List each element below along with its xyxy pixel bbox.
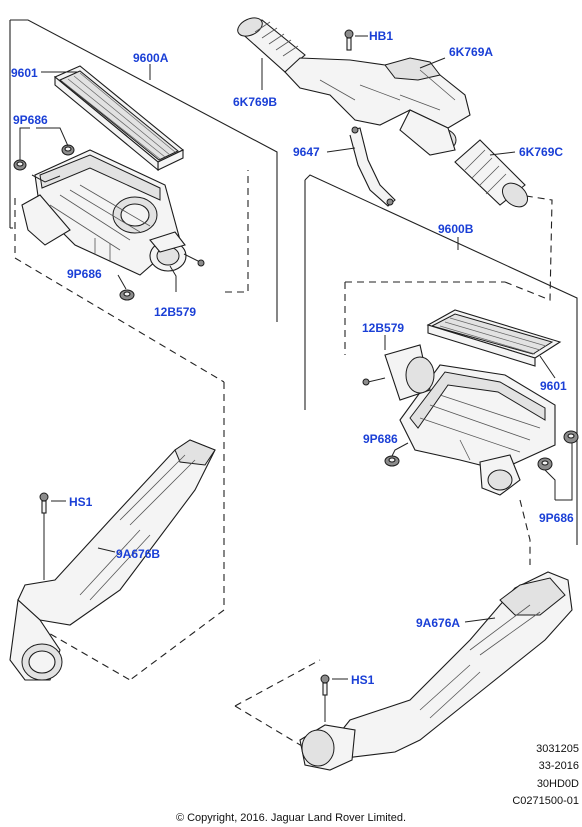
label-6K769C: 6K769C xyxy=(519,145,563,159)
air-filter-element-left xyxy=(53,65,185,172)
label-6K769A: 6K769A xyxy=(449,45,493,59)
label-9A676B: 9A676B xyxy=(116,547,160,561)
bolt-HB1 xyxy=(344,29,354,51)
illustration-code-1: 3031205 xyxy=(536,743,579,755)
mass-air-flow-sensor-left xyxy=(149,231,205,272)
illustration-code-2: 33-2016 xyxy=(539,760,579,772)
bolt-HS1-bottom xyxy=(320,674,330,696)
label-9P686-left-upper: 9P686 xyxy=(13,113,48,127)
frame-right-assembly xyxy=(234,174,578,753)
grommet-left-3 xyxy=(119,289,135,301)
label-HS1-left: HS1 xyxy=(69,495,93,509)
bolt-HS1-left xyxy=(39,492,49,514)
bracket-9647 xyxy=(349,126,396,207)
grommet-right-2 xyxy=(537,457,553,471)
frame-left-assembly xyxy=(9,19,278,681)
label-9A676A: 9A676A xyxy=(416,616,460,630)
air-filter-element-right xyxy=(426,309,562,367)
air-intake-duct-9A676A xyxy=(299,571,573,771)
label-9P686-right-bottom: 9P686 xyxy=(539,511,574,525)
label-12B579-right: 12B579 xyxy=(362,321,404,335)
label-6K769B: 6K769B xyxy=(233,95,277,109)
grommet-right-3 xyxy=(384,455,400,467)
flexible-hose-6K769C xyxy=(454,139,529,208)
air-intake-duct-6K769A xyxy=(284,57,471,156)
label-9601-left: 9601 xyxy=(11,66,38,80)
label-9P686-left-lower: 9P686 xyxy=(67,267,102,281)
leader-lines xyxy=(19,35,573,722)
grommet-left-1 xyxy=(13,159,27,171)
label-9647: 9647 xyxy=(293,145,320,159)
air-cleaner-housing-left xyxy=(21,149,181,276)
label-HS1-bottom: HS1 xyxy=(351,673,375,687)
illustration-code-3: 30HD0D xyxy=(537,778,579,790)
mass-air-flow-sensor-right xyxy=(362,344,435,401)
flexible-hose-6K769B xyxy=(236,17,306,73)
air-intake-duct-9A676B xyxy=(9,439,216,681)
air-cleaner-housing-right xyxy=(399,364,556,496)
label-HB1: HB1 xyxy=(369,29,393,43)
copyright-notice: © Copyright, 2016. Jaguar Land Rover Lim… xyxy=(176,812,406,824)
illustration-code-4: C0271500-01 xyxy=(512,795,579,807)
label-9600B: 9600B xyxy=(438,222,474,236)
label-9P686-right-left: 9P686 xyxy=(363,432,398,446)
label-9601-right: 9601 xyxy=(540,379,567,393)
grommet-left-2 xyxy=(61,144,75,156)
label-12B579-left: 12B579 xyxy=(154,305,196,319)
label-9600A: 9600A xyxy=(133,51,169,65)
grommet-right-1 xyxy=(563,430,579,444)
